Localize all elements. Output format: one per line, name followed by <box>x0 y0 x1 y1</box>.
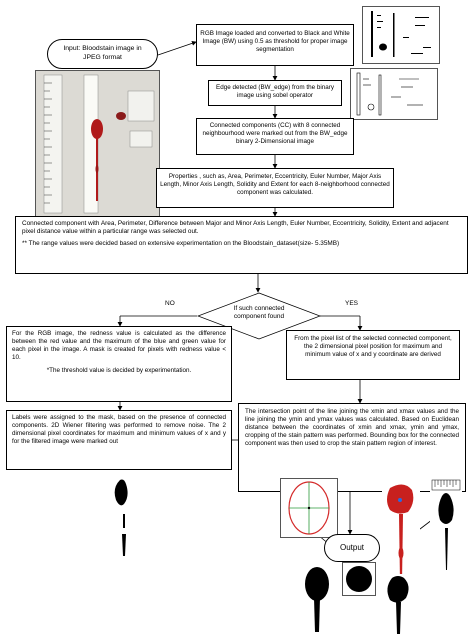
decision-text: If such connected component found <box>220 305 298 322</box>
bw-image <box>371 11 431 57</box>
step-connected-components: Connected components (CC) with 8 connect… <box>196 118 354 155</box>
ruler-crop-image <box>431 479 461 570</box>
arrow-input-to-rgb <box>157 41 197 56</box>
step-edge: Edge detected (BW_edge) from the binary … <box>208 80 342 106</box>
output-label: Output <box>339 543 364 552</box>
ellipse-analysis-image <box>281 479 337 537</box>
step-pixel-list: From the pixel list of the selected conn… <box>286 330 460 380</box>
decision-label: If such connected component found <box>233 305 285 321</box>
step-labels-text: Labels were assigned to the mask, based … <box>12 414 226 446</box>
edge-image <box>356 72 423 116</box>
step-connected-text: Connected components (CC) with 8 connect… <box>202 122 348 146</box>
ruler-crop-thumbnail <box>430 478 462 574</box>
edge-image-thumbnail <box>350 68 438 120</box>
bloodstain-photo <box>36 71 159 216</box>
red-stain-image <box>387 484 414 583</box>
step-properties: Properties , such as, Area, Perimeter, E… <box>156 168 394 208</box>
mask-thumbnail <box>106 474 146 560</box>
step-properties-text: Properties , such as, Area, Perimeter, E… <box>160 173 390 197</box>
output-stain-3-image <box>387 576 409 634</box>
step-labels: Labels were assigned to the mask, based … <box>6 410 232 470</box>
output-stain-1-image <box>305 567 329 632</box>
step-selection-text: Connected component with Area, Perimeter… <box>22 220 449 236</box>
step-selection: Connected component with Area, Perimeter… <box>15 216 468 274</box>
input-box: Input: Bloodstain image in JPEG format <box>47 39 158 69</box>
step-redness-note: *The threshold value is decided by exper… <box>46 367 192 375</box>
ellipse-analysis-thumbnail <box>280 478 338 538</box>
mask-image <box>114 479 128 556</box>
output-stain-1 <box>298 562 336 634</box>
step-pixel-list-text: From the pixel list of the selected conn… <box>294 335 452 359</box>
step-intersection-text: The intersection point of the line joini… <box>245 408 459 448</box>
step-redness-text: For the RGB image, the redness value is … <box>12 330 226 362</box>
output-stain-3 <box>382 574 414 636</box>
input-image-thumbnail <box>35 70 160 217</box>
output-stain-2 <box>342 562 376 596</box>
input-text: Input: Bloodstain image in JPEG format <box>63 45 142 61</box>
yes-label: YES <box>345 300 359 307</box>
step-intersection: The intersection point of the line joini… <box>238 403 466 492</box>
no-label: NO <box>165 300 175 307</box>
output-box: Output <box>324 534 380 562</box>
step-redness: For the RGB image, the redness value is … <box>6 326 232 402</box>
step-edge-text: Edge detected (BW_edge) from the binary … <box>216 84 334 100</box>
red-stain-thumbnail <box>382 478 420 588</box>
step-rgb-to-bw-text: RGB Image loaded and converted to Black … <box>200 30 350 54</box>
step-selection-note: ** The range values were decided based o… <box>22 240 340 248</box>
bw-image-thumbnail <box>362 6 440 64</box>
step-rgb-to-bw: RGB Image loaded and converted to Black … <box>196 24 354 66</box>
output-stain-2-image <box>346 566 372 592</box>
